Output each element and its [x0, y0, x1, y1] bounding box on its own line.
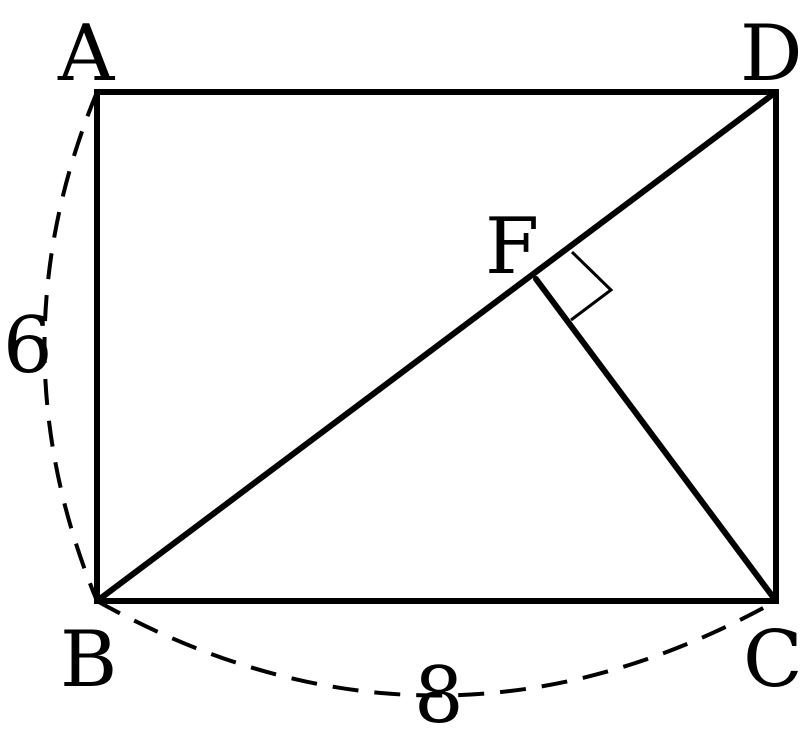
- vertex-label-d: D: [740, 9, 803, 99]
- right-angle-marker: [570, 250, 614, 322]
- dimension-arc-bc: [96, 599, 777, 698]
- diagonal-bd: [94, 89, 779, 604]
- side-length-bc: 8: [414, 651, 464, 741]
- vertex-label-c: C: [743, 615, 803, 705]
- dimension-arc-ab: [42, 91, 99, 602]
- vertex-label-a: A: [57, 9, 116, 99]
- side-length-ab: 6: [3, 301, 53, 391]
- vertex-label-f: F: [485, 202, 539, 292]
- vertex-label-b: B: [60, 615, 117, 705]
- segment-cf: [533, 276, 779, 604]
